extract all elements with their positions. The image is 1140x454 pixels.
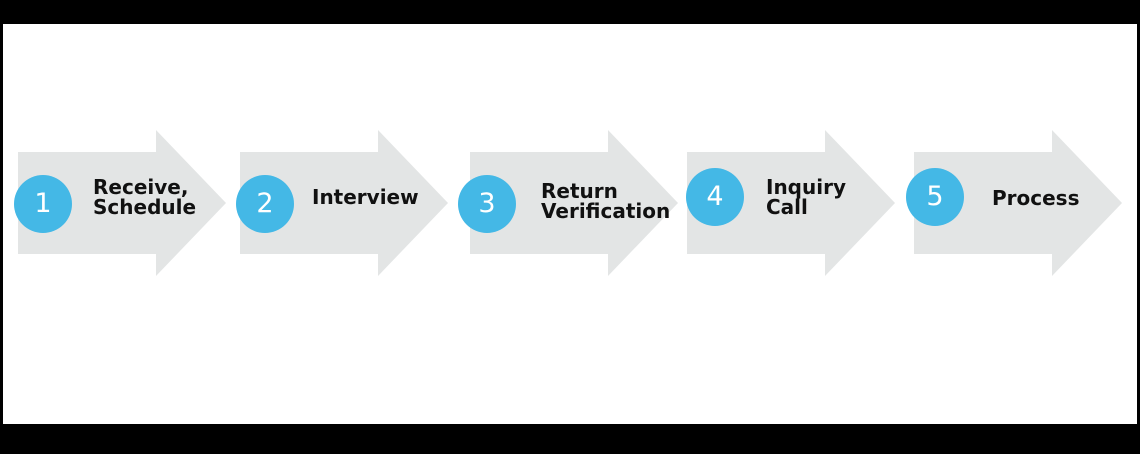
step-label: Interview — [312, 187, 419, 207]
step-label-line-1: Interview — [312, 185, 419, 209]
step-label-line-1: Process — [992, 186, 1080, 210]
step-number-badge: 2 — [236, 175, 294, 233]
step-arrow-1 — [18, 130, 226, 276]
step-label-line-2: Verification — [541, 199, 671, 223]
process-diagram-canvas: 1 Receive, Schedule 2 Interview 3 Return… — [3, 24, 1137, 424]
step-label: Inquiry Call — [766, 177, 846, 217]
step-label-line-1: Return — [541, 179, 618, 203]
step-arrow-5 — [914, 130, 1122, 276]
step-label-line-2: Schedule — [93, 195, 197, 219]
step-arrow-3 — [470, 130, 678, 276]
step-label-line-2: Call — [766, 195, 808, 219]
step-label-line-1: Receive, — [93, 175, 189, 199]
step-arrow-2 — [240, 130, 448, 276]
arrow-layer — [18, 130, 1122, 276]
step-number-badge: 4 — [686, 168, 744, 226]
step-number-badge: 5 — [906, 168, 964, 226]
step-label: Return Verification — [541, 181, 670, 221]
step-label-line-1: Inquiry — [766, 175, 846, 199]
bottom-black-bar — [0, 424, 1140, 454]
step-arrow-4 — [687, 130, 895, 276]
step-label: Receive, Schedule — [93, 177, 196, 217]
step-label: Process — [992, 188, 1080, 208]
step-number-badge: 1 — [14, 175, 72, 233]
top-black-bar — [0, 0, 1140, 24]
step-number-badge: 3 — [458, 175, 516, 233]
